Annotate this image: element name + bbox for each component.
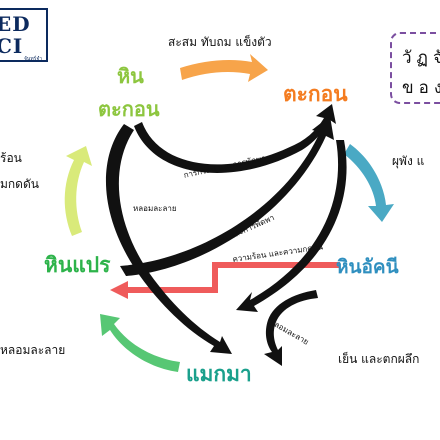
erosion-arrow-top (134, 104, 336, 173)
title-line-1: วัฏจั (402, 48, 440, 68)
label-heat-pressure-left-1: ร้อน (0, 151, 22, 165)
weathering-arrow (344, 144, 394, 222)
logo-line-1: ED (0, 12, 31, 36)
title-box: วัฏจั ของ (390, 32, 440, 104)
node-magma: แมกมา (186, 362, 252, 386)
melting-arrow-inner-right (264, 290, 318, 366)
label-weathering: ผุพัง แ (392, 154, 425, 168)
node-sediment: ตะกอน (283, 82, 348, 106)
logo: ED CI จันทร์จำ (0, 8, 48, 62)
compaction-arrow (180, 54, 268, 82)
igneous-to-metamorphic-arrow (110, 262, 340, 299)
melting-arrow (100, 314, 180, 372)
label-melting-left: หลอมละลาย (0, 343, 66, 357)
label-compaction: สะสม ทับถม แข็งตัว (168, 35, 272, 49)
melting-arrow-inner-left (105, 124, 232, 354)
logo-line-2: CI (0, 34, 24, 58)
node-sedimentary-bottom: ตะกอน (98, 97, 160, 121)
heat-pressure-arrow (64, 146, 92, 236)
logo-subtext: จันทร์จำ (24, 56, 43, 62)
title-line-2: ของ (402, 78, 440, 98)
sediment-to-magma-arrow (236, 140, 347, 312)
label-melting-inner-left: หลอมละลาย (133, 204, 177, 213)
label-cooling: เย็น และตกผลึก (338, 352, 420, 366)
node-metamorphic: หินแปร (44, 253, 111, 277)
node-igneous: หินอัคนี (336, 256, 399, 278)
label-heat-pressure-left-2: มกดดัน (0, 177, 39, 191)
node-sedimentary-top: หิน (117, 64, 144, 88)
